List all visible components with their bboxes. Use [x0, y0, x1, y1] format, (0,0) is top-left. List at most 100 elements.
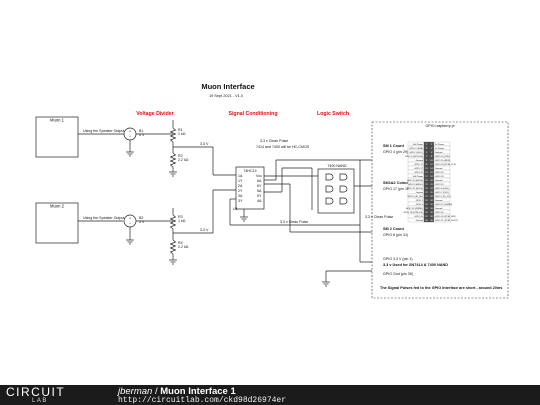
svg-text:28: 28 — [430, 196, 433, 198]
svg-text:Vcc: Vcc — [256, 174, 262, 178]
author-link[interactable]: jberman — [118, 386, 153, 397]
gpio-header: GPIO raspberry pi — [426, 124, 455, 128]
diagram-subtitle: 19 Sept 2021 - V1.0 — [209, 94, 243, 98]
pi-pin-right-label: GPIO 21 (PCM_DOUT) — [435, 220, 458, 222]
logo-text-top: CIRCUIT — [6, 385, 66, 399]
pi-pin-left-label: GPIO 19 (PCM_FS) — [404, 212, 424, 214]
gpio17-label: GPIO 17 (pin 11) — [383, 187, 410, 191]
pi-pin-right-label: GPIO 12 (PWM0) — [435, 204, 452, 206]
circuit-title: jberman / Muon Interface 1 — [118, 386, 236, 397]
divider-bottom: R3 1 kΩ R4 2.2 kΩ 3.3 V — [169, 208, 213, 265]
svg-text:3A: 3A — [238, 194, 243, 198]
section-logic-switch: Logic Switch — [317, 111, 349, 117]
svg-text:8: 8 — [431, 156, 433, 158]
svg-text:12: 12 — [430, 164, 433, 166]
svg-text:38: 38 — [430, 216, 433, 218]
svg-text:1A: 1A — [238, 174, 243, 178]
svg-text:24: 24 — [430, 188, 433, 190]
pi-pin-left-label: GPIO 13 (PWM1) — [406, 208, 423, 210]
pi-pin-left-label: GPIO 9 (MISO) — [408, 184, 423, 186]
svg-text:2Y: 2Y — [238, 189, 243, 193]
svg-text:1: 1 — [426, 144, 428, 146]
svg-text:25: 25 — [425, 192, 428, 194]
svg-text:36: 36 — [430, 212, 433, 214]
svg-text:6Y: 6Y — [257, 184, 262, 188]
pi-pin-right-label: GPIO 15 (RXD) — [435, 160, 450, 162]
pi-pin-left-label: GPIO 17 — [414, 164, 423, 166]
svg-text:26: 26 — [430, 192, 433, 194]
svg-text:40: 40 — [430, 220, 433, 222]
pi-pin-right-label: GPIO 14 (TXD) — [435, 156, 450, 158]
svg-text:3: 3 — [426, 148, 428, 150]
svg-text:16: 16 — [430, 172, 433, 174]
muon1-detector: Muon 1 Using the Speaker Output — [35, 116, 124, 158]
svg-text:29: 29 — [425, 200, 428, 202]
svg-text:2A: 2A — [238, 184, 243, 188]
b1-ref: B1 — [139, 129, 143, 133]
pi-pin-left-label: Ground — [416, 159, 424, 162]
svg-text:33: 33 — [425, 208, 428, 210]
muon2-label: Muon 2 — [50, 204, 65, 209]
v33-used-label: 3.3 v Used for SN7414 & 7400 NAND — [383, 263, 448, 267]
pi-pin-right-label: Ground — [435, 207, 443, 210]
svg-text:32: 32 — [430, 204, 433, 206]
pi-pin-left-label: GPIO 22 — [414, 172, 423, 174]
schematic: Muon Interface 19 Sept 2021 - V1.0 Volta… — [35, 82, 509, 299]
u1-ref: U1 — [233, 207, 238, 211]
pi-pin-left-label: GPIO 6 — [416, 204, 424, 206]
v33-top-label: 3.3 V — [200, 142, 209, 146]
pi-pin-left-label: GPIO 26 — [414, 216, 423, 218]
svg-text:21: 21 — [425, 184, 428, 186]
pi-pin-left-label: 3v3 Power — [413, 175, 424, 178]
battery-b1: + − B1 5 V — [123, 127, 173, 157]
pi-pin-left-label: GPIO 5 — [416, 200, 424, 202]
svg-text:10: 10 — [430, 160, 433, 162]
pi-pin-left-label: GPIO 3 (SCL) — [409, 152, 423, 154]
pi-pin-right-label: GPIO 18 (PCM_CLK) — [435, 164, 456, 166]
circuit-name[interactable]: Muon Interface 1 — [160, 386, 236, 397]
pi-pin-right-label: Ground — [435, 179, 443, 182]
r1-value: 1 kΩ — [178, 132, 186, 136]
svg-text:+: + — [129, 130, 131, 134]
ic-7400-nand: 7400 NAND — [311, 164, 372, 214]
svg-text:5: 5 — [426, 152, 428, 154]
b2-value: 5 V — [139, 220, 145, 224]
muon1-label: Muon 1 — [50, 118, 65, 123]
divider-top: R1 1 kΩ R2 2.2 kΩ 3.3 V — [169, 120, 213, 177]
svg-text:4A: 4A — [257, 199, 262, 203]
muon1-speaker-label: Using the Speaker Output — [83, 129, 124, 133]
pi-pin-right-label: GPIO 24 — [435, 176, 444, 178]
svg-text:19: 19 — [425, 180, 428, 182]
clean-pulse-mid-label: 3.3 v Clean Pulse — [280, 220, 308, 224]
r2-value: 2.2 kΩ — [178, 158, 189, 162]
clean-pulse-top-label: 3.3 v Clean Pulse — [260, 139, 288, 143]
svg-text:37: 37 — [425, 216, 428, 218]
r4-value: 2.2 kΩ — [178, 245, 189, 249]
pi-pin-left-label: GPIO 0 (ID_SD) — [407, 196, 423, 198]
pulse-note: The Signal Pulses fed to the GPIO Interf… — [380, 286, 502, 290]
pi-pin-right-label: GPIO 23 — [435, 172, 444, 174]
pi-pin-right-label: Ground — [435, 199, 443, 202]
pi-pin-left-label: GPIO 2 (SDA) — [409, 147, 423, 150]
pi-pin-right-label: Ground — [435, 167, 443, 170]
muon2-speaker-label: Using the Speaker Output — [83, 216, 124, 220]
circuit-url-link[interactable]: http://circuitlab.com/ckd98d26974er — [118, 396, 287, 405]
svg-text:9: 9 — [426, 160, 428, 162]
svg-text:23: 23 — [425, 188, 428, 190]
gpio-raspberry-pi-box: GPIO raspberry pi SM 1 Count GPIO 4 (pin… — [365, 121, 509, 299]
svg-text:22: 22 — [430, 184, 433, 186]
r3-ref: R3 — [178, 215, 183, 219]
sm2-count-label: SM 2 Count — [383, 227, 405, 231]
r1-ref: R1 — [178, 128, 183, 132]
pi-pin-right-label: 5v Power — [435, 147, 444, 150]
svg-text:1Y: 1Y — [238, 179, 243, 183]
logo-text-bottom: LAB — [32, 398, 48, 404]
v33-pin-label: GPIO 3.3 V (pin 1) — [383, 257, 413, 261]
svg-text:3Y: 3Y — [238, 199, 243, 203]
circuitlab-logo[interactable]: CIRCUIT LAB — [6, 385, 66, 405]
coincidence-label: SM1&2 Coincidence — [383, 181, 419, 185]
svg-text:15: 15 — [425, 172, 428, 174]
pi-pin-right-label: GPIO 16 — [435, 212, 444, 214]
gnd-pin-label: GPIO Gnd (pin 39) — [383, 272, 413, 276]
